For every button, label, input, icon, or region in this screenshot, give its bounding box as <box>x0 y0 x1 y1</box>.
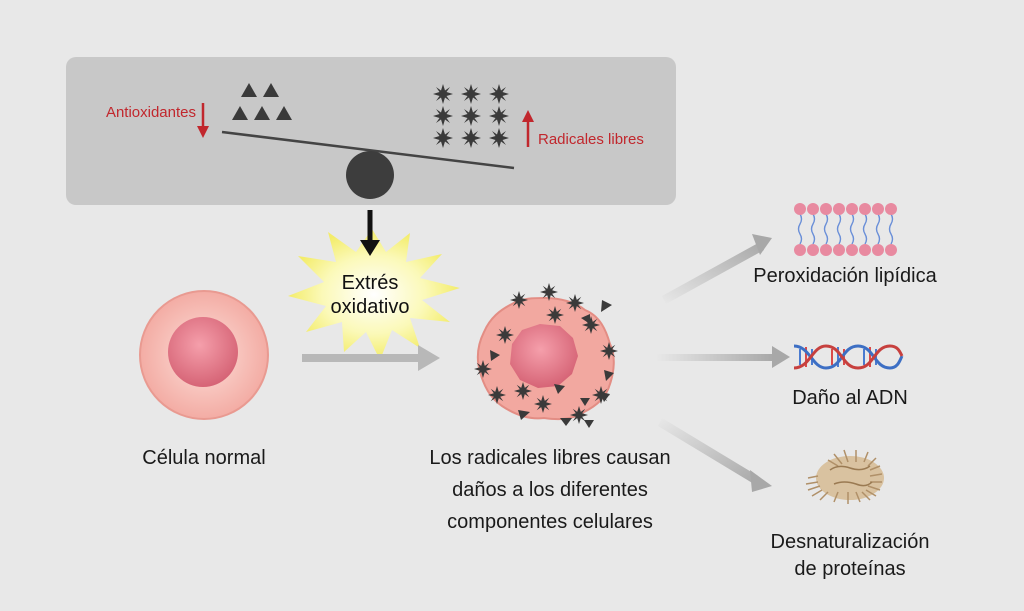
damaged-cell <box>474 283 618 428</box>
normal-cell <box>139 290 269 420</box>
lipid-peroxidation-label: Peroxidación lipídica <box>753 265 937 287</box>
free-radicals-label: Radicales libres <box>538 131 644 148</box>
lipid-bilayer-icon <box>794 203 897 256</box>
arrow-to-lipid <box>662 234 772 304</box>
stress-label-line2: oxidativo <box>330 296 410 318</box>
free-radicals-grid <box>433 84 509 148</box>
dna-damage-label: Daño al ADN <box>792 387 908 409</box>
protein-denaturation-label-line2: de proteínas <box>794 558 906 580</box>
radicals-up-arrow <box>522 110 534 147</box>
attacking-antioxidants <box>490 300 614 428</box>
protein-denaturation-label-line1: Desnaturalización <box>770 531 930 553</box>
damaged-cell-label-line3: componentes celulares <box>447 511 653 533</box>
damaged-cell-label-line2: daños a los diferentes <box>452 479 648 501</box>
balance-panel <box>66 57 676 205</box>
damaged-cell-nucleus <box>510 324 578 388</box>
balance-beam <box>221 130 515 170</box>
antioxidant-triangles <box>232 83 292 120</box>
balance-fulcrum <box>346 151 394 199</box>
stress-burst <box>288 229 460 360</box>
denatured-protein-icon <box>805 449 884 504</box>
antioxidants-label: Antioxidantes <box>105 104 196 121</box>
normal-cell-label: Célula normal <box>142 447 266 469</box>
arrow-to-dna <box>656 346 790 368</box>
dna-helix-icon <box>793 344 904 370</box>
stress-arrow <box>360 210 380 256</box>
normal-cell-nucleus <box>168 317 238 387</box>
transition-arrow <box>302 345 440 371</box>
stress-label-line1: Extrés <box>341 272 399 294</box>
damaged-cell-label-line1: Los radicales libres causan <box>429 447 671 469</box>
antioxidant-down-arrow <box>197 103 209 138</box>
arrow-to-protein <box>658 418 772 492</box>
